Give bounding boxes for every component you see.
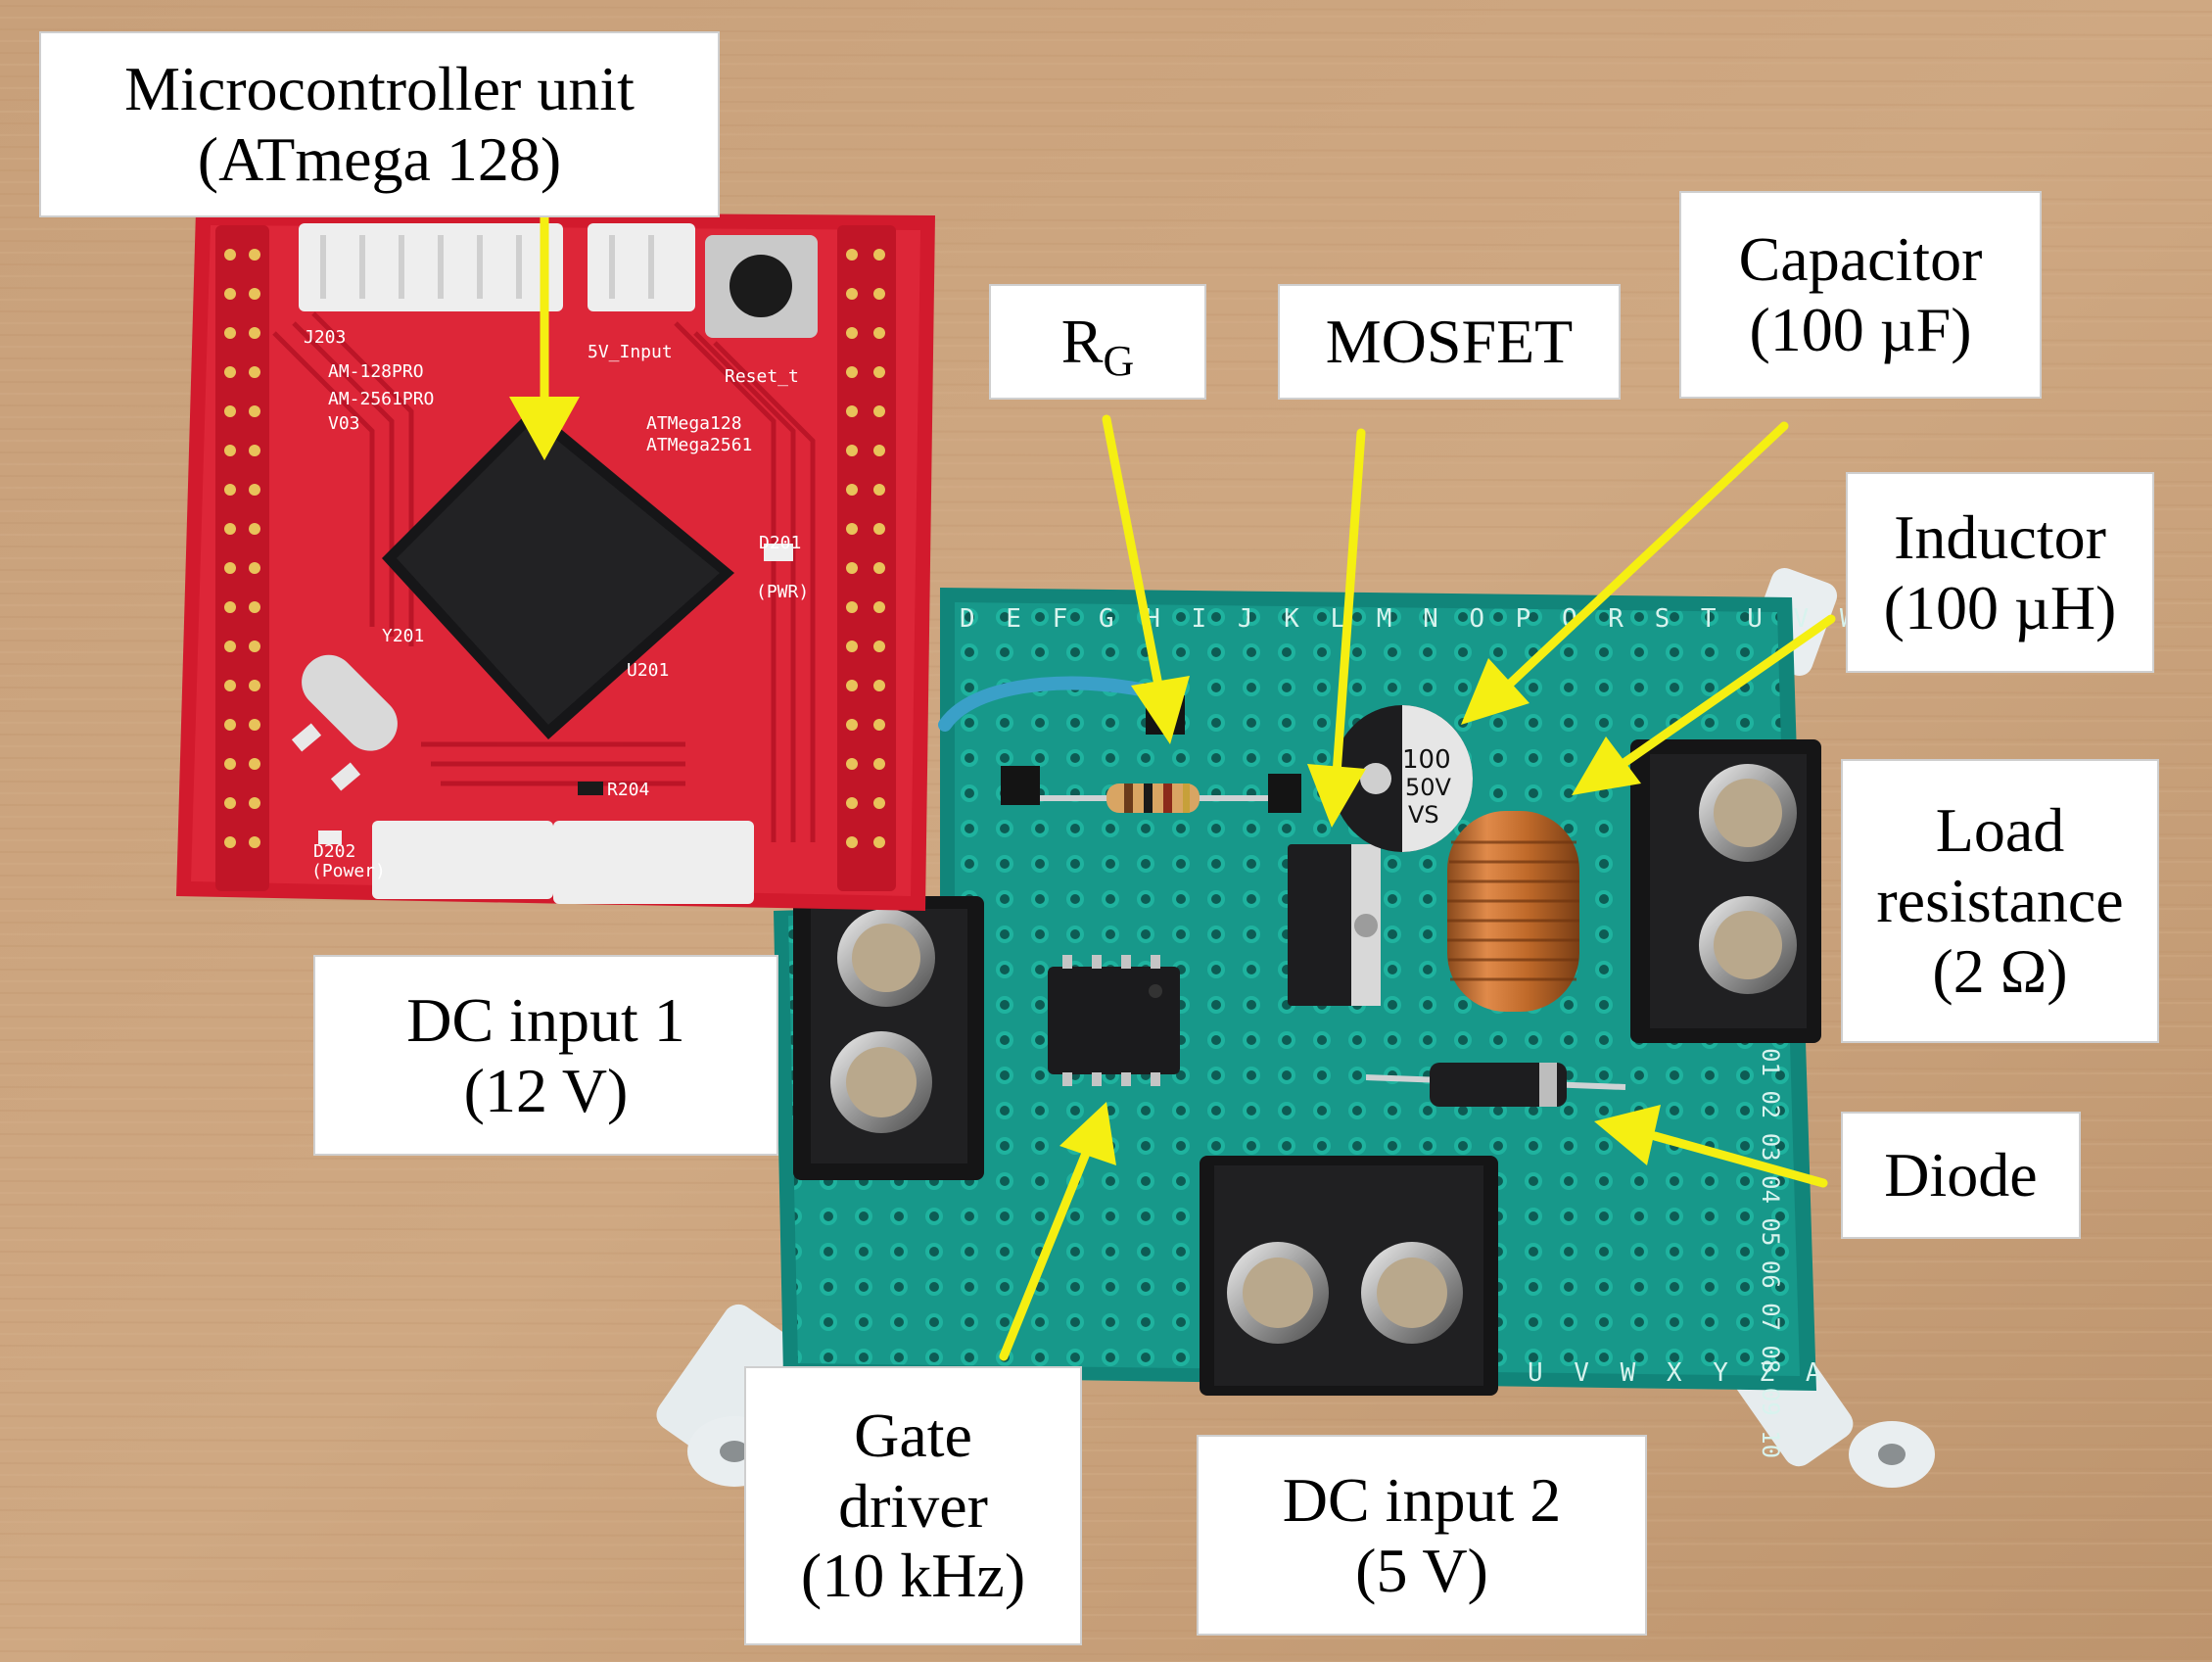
mcu-silk-atmega2561: ATMega2561 xyxy=(646,435,752,455)
terminal-block-load xyxy=(1630,739,1821,1043)
arrow-inductor xyxy=(1572,614,1836,795)
label-capacitor-line1: Capacitor xyxy=(1738,224,1983,295)
terminal-block-dc1 xyxy=(793,896,984,1180)
label-mosfet-line1: MOSFET xyxy=(1325,307,1574,377)
mcu-pin-pads xyxy=(224,249,885,848)
label-gate-line1: Gate xyxy=(854,1400,972,1470)
inductor-part xyxy=(1447,811,1579,1012)
label-load-resistance: Load resistance (2 Ω) xyxy=(1841,759,2159,1043)
label-dc1-line1: DC input 1 xyxy=(406,984,685,1055)
mcu-silk-v03: V03 xyxy=(328,413,360,434)
label-rg-sub: G xyxy=(1103,337,1135,386)
mcu-silk-5v-input: 5V_Input xyxy=(588,342,673,362)
mosfet-part xyxy=(1288,844,1381,1006)
label-rg-main: R xyxy=(1060,307,1104,377)
gate-resistor xyxy=(1001,695,1301,813)
label-load-line1: Load xyxy=(1935,795,2065,866)
mcu-silk-reset: Reset_t xyxy=(725,366,799,387)
capacitor-marking-3: VS xyxy=(1408,801,1439,829)
label-inductor-line1: Inductor xyxy=(1894,501,2106,572)
arrow-rg xyxy=(1102,414,1190,744)
board-column-letters-bottom: U V W X Y Z A xyxy=(1528,1358,1829,1388)
label-load-line2: resistance xyxy=(1876,866,2124,936)
label-inductor-line2: (100 µH) xyxy=(1883,572,2117,642)
mcu-silk-am2561: AM-2561PRO xyxy=(328,389,434,409)
capacitor-part: 100 50V VS xyxy=(1332,705,1473,852)
label-dc-input-2: DC input 2 (5 V) xyxy=(1197,1435,1647,1636)
label-capacitor-line2: (100 µF) xyxy=(1749,295,1972,364)
mcu-board: AM-128PRO AM-2561PRO ATMega128 ATMega256… xyxy=(176,211,935,911)
mcu-silk-power: (Power) xyxy=(311,861,386,881)
mcu-silk-u201: U201 xyxy=(627,660,669,681)
label-inductor: Inductor (100 µH) xyxy=(1846,472,2154,673)
arrow-mcu xyxy=(509,179,580,460)
mcu-silk-y201: Y201 xyxy=(382,626,424,646)
mcu-silk-d202: D202 xyxy=(313,841,355,862)
mcu-silk-am128: AM-128PRO xyxy=(328,361,424,382)
label-gate-driver: Gate driver (10 kHz) xyxy=(744,1366,1082,1645)
label-rg: RG xyxy=(989,284,1206,400)
board-row-numbers: 01 02 03 04 05 06 07 08 09 10 xyxy=(1757,1048,1784,1458)
mcu-silk-r204: R204 xyxy=(607,780,649,800)
arrow-gate-driver xyxy=(999,1102,1116,1361)
label-capacitor: Capacitor (100 µF) xyxy=(1679,191,2042,399)
arrow-diode xyxy=(1594,1105,1828,1188)
mcu-silk-atmega128: ATMega128 xyxy=(646,413,742,434)
label-gate-line2: driver xyxy=(838,1470,988,1541)
label-dc1-line2: (12 V) xyxy=(463,1055,629,1125)
arrow-mosfet xyxy=(1307,428,1366,828)
gate-driver-ic xyxy=(1048,955,1180,1086)
label-load-line3: (2 Ω) xyxy=(1932,935,2068,1006)
diode-part xyxy=(1365,1063,1626,1107)
label-dc2-line2: (5 V) xyxy=(1355,1535,1488,1605)
label-mcu-line1: Microcontroller unit xyxy=(124,54,635,124)
capacitor-marking-2: 50V xyxy=(1405,774,1452,801)
terminal-block-dc2 xyxy=(1200,1156,1498,1396)
label-mcu-line2: (ATmega 128) xyxy=(197,124,562,194)
annotation-arrows xyxy=(509,179,1836,1361)
arrow-capacitor xyxy=(1461,421,1789,725)
label-microcontroller-unit: Microcontroller unit (ATmega 128) xyxy=(39,31,720,217)
label-gate-line3: (10 kHz) xyxy=(800,1541,1026,1611)
capacitor-marking-1: 100 xyxy=(1402,745,1451,775)
label-mosfet: MOSFET xyxy=(1278,284,1621,400)
mcu-silk-j203: J203 xyxy=(304,327,346,348)
mcu-silk-d201: D201 xyxy=(759,533,801,553)
label-dc2-line1: DC input 2 xyxy=(1282,1464,1562,1535)
label-dc-input-1: DC input 1 (12 V) xyxy=(313,955,778,1156)
label-diode: Diode xyxy=(1841,1112,2081,1239)
mcu-silk-pwr: (PWR) xyxy=(756,582,809,602)
label-diode-line1: Diode xyxy=(1884,1140,2038,1211)
